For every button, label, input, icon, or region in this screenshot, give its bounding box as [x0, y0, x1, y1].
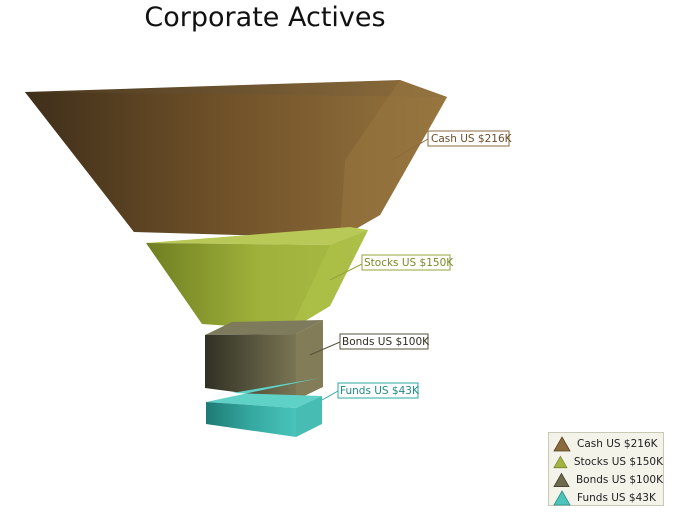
- leader-line-funds: [321, 390, 339, 401]
- chart-title: Corporate Actives: [144, 2, 386, 33]
- label-text-cash: Cash US $216K: [431, 133, 513, 145]
- label-box-bonds: [339, 333, 429, 350]
- funnel-label-bonds: Bonds US $100K: [309, 333, 430, 356]
- funnel-segment-funds-top: [206, 378, 322, 408]
- triangle-icon: [553, 472, 570, 487]
- funnel-segment-funds-side: [296, 396, 322, 437]
- funnel-segment-bonds: [205, 320, 323, 400]
- legend-label-cash: Cash US $216K: [577, 438, 658, 450]
- funnel-segment-bonds-top: [205, 320, 323, 335]
- legend-item-stocks: Stocks US $150K: [553, 453, 663, 471]
- funnel-label-funds: Funds US $43K: [321, 382, 420, 401]
- funnel-label-cash: Cash US $216K: [391, 130, 513, 161]
- funnel-segment-cash: [25, 80, 447, 238]
- triangle-icon: [553, 436, 571, 452]
- label-text-stocks: Stocks US $150K: [364, 257, 454, 269]
- funnel-segment-stocks-side: [290, 230, 368, 330]
- triangle-icon: [553, 490, 571, 506]
- leader-line-bonds: [309, 341, 341, 356]
- label-box-stocks: [361, 254, 451, 271]
- label-box-funds: [337, 382, 419, 399]
- leader-line-cash: [391, 138, 429, 161]
- legend-label-bonds: Bonds US $100K: [575, 474, 663, 486]
- chart-legend: Cash US $216K Stocks US $150K Bonds US $…: [548, 432, 664, 506]
- label-text-bonds: Bonds US $100K: [342, 336, 430, 348]
- funnel-segment-funds-front: [206, 402, 296, 437]
- leader-line-stocks: [329, 263, 363, 281]
- legend-item-bonds: Bonds US $100K: [553, 471, 663, 489]
- triangle-icon: [553, 455, 568, 469]
- funnel-segment-cash-front: [25, 92, 447, 238]
- legend-item-cash: Cash US $216K: [553, 435, 663, 453]
- funnel-segment-funds: [206, 378, 322, 437]
- legend-label-stocks: Stocks US $150K: [573, 456, 663, 468]
- legend-item-funds: Funds US $43K: [553, 489, 663, 507]
- funnel-label-stocks: Stocks US $150K: [329, 254, 454, 281]
- label-box-cash: [427, 130, 510, 147]
- label-text-funds: Funds US $43K: [340, 385, 420, 397]
- funnel-segment-stocks-top: [146, 227, 368, 245]
- funnel-segment-bonds-side: [296, 320, 323, 400]
- funnel-segment-stocks: [146, 227, 368, 330]
- funnel-segment-bonds-front: [205, 334, 296, 400]
- legend-label-funds: Funds US $43K: [577, 492, 656, 504]
